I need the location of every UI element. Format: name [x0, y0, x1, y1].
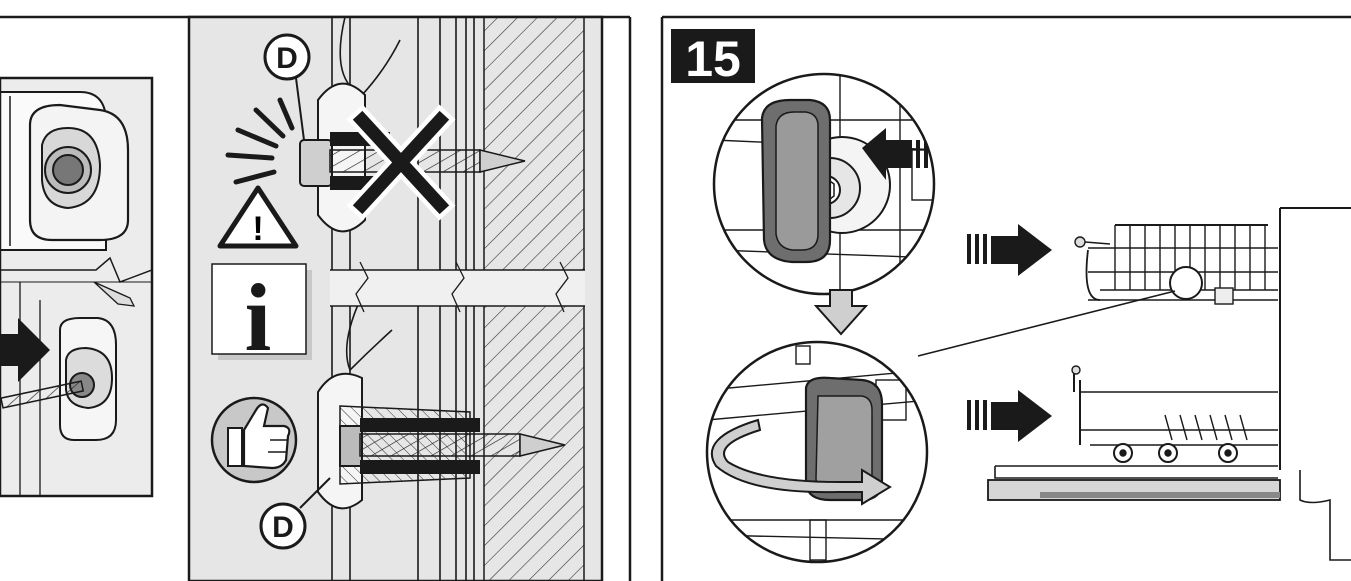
cross-mark-icon	[346, 104, 456, 221]
push-arrow-upper	[967, 224, 1052, 276]
roller-detail-magnifier-top	[712, 72, 936, 296]
roller-detail-magnifier-bottom	[705, 340, 929, 564]
rattle-lines-icon	[225, 97, 295, 185]
detail-leader-line	[917, 290, 1176, 357]
right-step-frame	[660, 15, 1351, 581]
push-arrow-lower	[967, 390, 1052, 442]
warning-triangle-icon: !	[217, 185, 299, 249]
callout-d-top: D	[263, 33, 311, 141]
correct-screw-mounting	[317, 372, 566, 510]
step-number: 15	[685, 31, 741, 87]
screw-detail-panel: ! i D	[187, 15, 604, 581]
info-glyph: i	[245, 264, 272, 371]
dishwasher-side-view	[987, 207, 1351, 561]
upper-basket	[1074, 224, 1278, 305]
callout-bottom-label: D	[272, 511, 294, 544]
info-icon: i	[211, 263, 312, 371]
hinge-detail-inset	[0, 78, 152, 496]
down-arrow	[813, 289, 869, 336]
warning-glyph: !	[252, 210, 263, 248]
inset-border	[0, 76, 154, 498]
thumbs-up-icon	[210, 396, 298, 484]
callout-d-bottom: D	[259, 477, 331, 550]
lower-basket	[1071, 365, 1278, 463]
callout-top-label: D	[276, 42, 298, 75]
step-number-badge: 15	[671, 29, 755, 87]
